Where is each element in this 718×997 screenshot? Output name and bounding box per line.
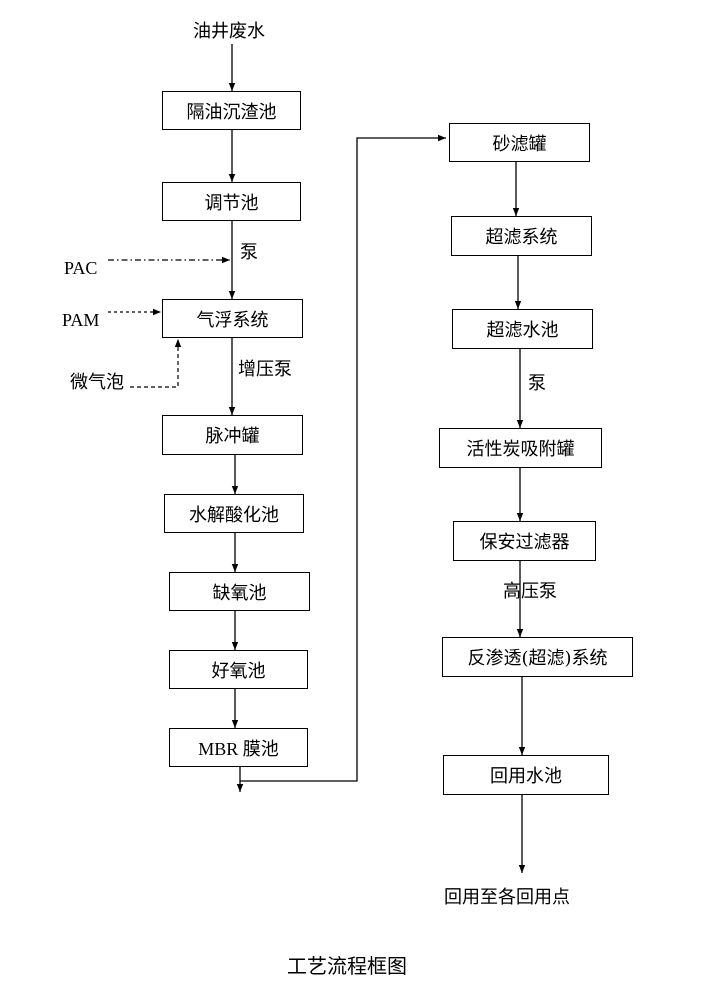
step-pulse-tank: 脉冲罐 bbox=[162, 415, 303, 455]
microbubble-input-label: 微气泡 bbox=[70, 372, 124, 393]
step-mbr-membrane-tank: MBR 膜池 bbox=[169, 728, 308, 767]
figure-caption: 工艺流程框图 bbox=[287, 954, 407, 978]
step-anoxic-tank: 缺氧池 bbox=[169, 572, 310, 611]
connector-to-right-column bbox=[240, 134, 446, 782]
booster-pump-label: 增压泵 bbox=[238, 359, 292, 380]
step-reuse-water-tank: 回用水池 bbox=[443, 755, 609, 795]
step-hydrolysis-acidification: 水解酸化池 bbox=[164, 494, 304, 533]
step-flotation-system: 气浮系统 bbox=[162, 299, 303, 338]
step-activated-carbon-tank: 活性炭吸附罐 bbox=[439, 428, 602, 468]
sink-label: 回用至各回用点 bbox=[444, 887, 570, 908]
pac-input-label: PAC bbox=[64, 258, 98, 278]
microbubble-dosing-line bbox=[130, 339, 182, 388]
pam-input-label: PAM bbox=[62, 310, 100, 330]
step-reverse-osmosis-system: 反渗透(超滤)系统 bbox=[442, 637, 633, 677]
step-ultrafiltration-system: 超滤系统 bbox=[451, 216, 592, 256]
high-pressure-pump-label: 高压泵 bbox=[503, 581, 557, 602]
step-sand-filter-tank: 砂滤罐 bbox=[449, 123, 590, 162]
step-ultrafiltration-water-tank: 超滤水池 bbox=[452, 309, 593, 349]
pump-label-1: 泵 bbox=[240, 242, 258, 263]
step-security-filter: 保安过滤器 bbox=[453, 521, 596, 561]
step-aerobic-tank: 好氧池 bbox=[169, 650, 308, 689]
pump-label-2: 泵 bbox=[528, 373, 546, 394]
source-label: 油井废水 bbox=[193, 21, 265, 42]
step-equalization-tank: 调节池 bbox=[162, 182, 301, 221]
step-oil-separation-tank: 隔油沉渣池 bbox=[162, 91, 301, 130]
